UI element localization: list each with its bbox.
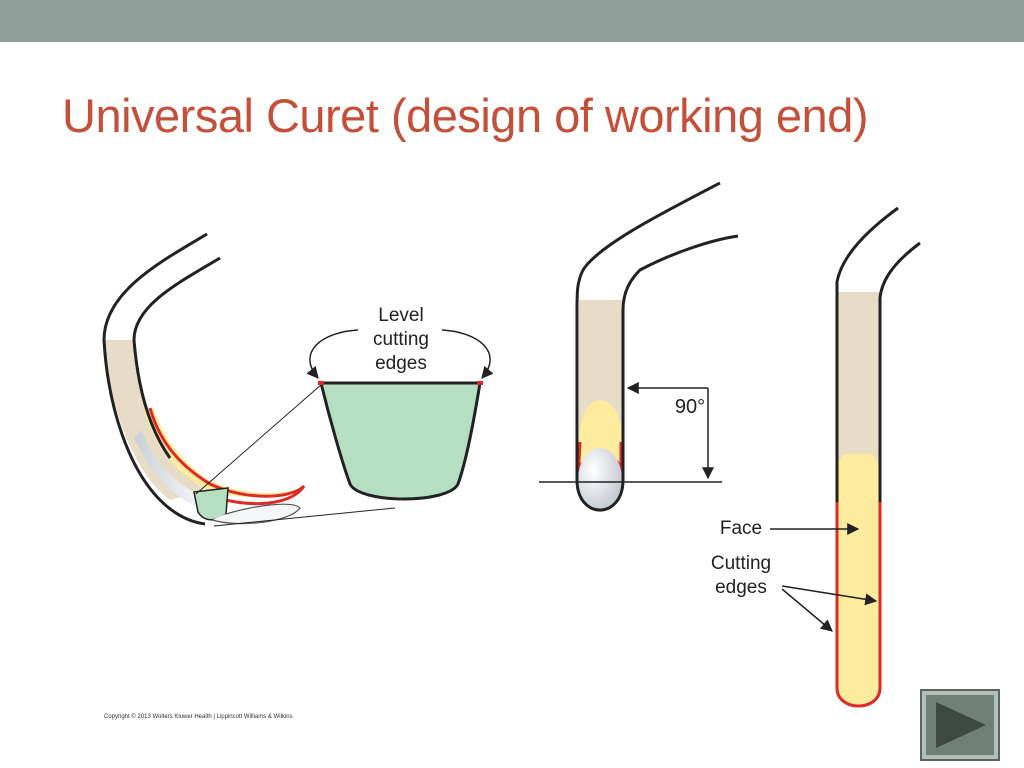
- level-label-line2: cutting: [373, 329, 429, 350]
- face-outline-inner: [878, 241, 921, 502]
- cross-section-detail: Level cutting edges: [306, 305, 494, 501]
- level-arrow-left: [306, 329, 359, 379]
- angle-label: 90°: [675, 396, 705, 418]
- curved-shank-outer: [102, 232, 208, 526]
- curved-cutting-edge: [148, 407, 306, 506]
- next-slide-button[interactable]: [920, 689, 1000, 761]
- face-shank-fill: [837, 292, 880, 480]
- curved-curet: [102, 232, 306, 526]
- face-view-curet: Face Cutting edges: [711, 206, 921, 708]
- level-label-line3: edges: [375, 353, 427, 374]
- cutting-arrow-left: [781, 588, 833, 632]
- face-outline-outer: [835, 206, 899, 502]
- curved-blade-face: [144, 408, 300, 498]
- leader-line-bottom: [213, 507, 396, 527]
- leader-line-top: [195, 383, 323, 495]
- curved-shank-inner: [132, 256, 221, 459]
- face-cutting-edges: [835, 502, 882, 708]
- cutting-label-line1: Cutting: [711, 553, 771, 574]
- cutting-arrow-right: [781, 585, 878, 606]
- slide-title: Universal Curet (design of working end): [62, 89, 868, 142]
- play-right-icon: [936, 702, 986, 748]
- copyright-notice: Copyright © 2013 Wolters Kluwer Health |…: [104, 714, 293, 720]
- level-arrow-right: [441, 329, 494, 379]
- cross-section-shape: [319, 381, 482, 501]
- cutting-label-line2: edges: [715, 577, 767, 598]
- level-label-line1: Level: [378, 305, 423, 326]
- side-toe: [578, 448, 622, 512]
- header-bar: [0, 0, 1024, 42]
- curved-blade-back: [134, 430, 200, 508]
- side-outline-outer: [575, 181, 739, 512]
- face-label: Face: [720, 518, 762, 539]
- curved-shank: [104, 340, 204, 500]
- face-blade: [837, 453, 880, 706]
- curved-cross-section: [193, 487, 229, 521]
- side-view-curet: 90°: [539, 181, 739, 512]
